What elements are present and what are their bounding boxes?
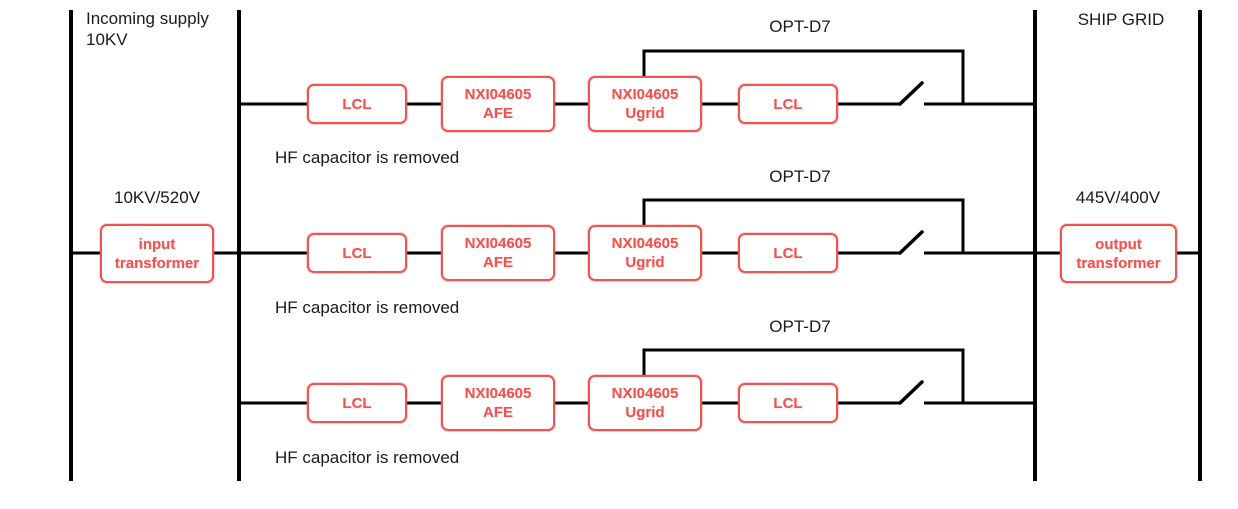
output-transformer-ratio-label: 445V/400V — [1075, 188, 1161, 207]
afe-type-label: AFE — [483, 105, 513, 122]
lcl-output-filter-box: LCL — [738, 383, 838, 423]
ugrid-model-label: NXI04605 — [611, 86, 679, 103]
afe-type-label: AFE — [483, 254, 513, 271]
ugrid-type-label: Ugrid — [625, 105, 665, 122]
hf-capacitor-note: HF capacitor is removed — [275, 148, 460, 167]
hf-capacitor-note: HF capacitor is removed — [275, 448, 460, 467]
opt-d7-label: OPT-D7 — [769, 17, 831, 36]
afe-model-label: NXI04605 — [464, 235, 532, 252]
open-switch-icon — [898, 380, 924, 405]
afe-type-label: AFE — [483, 404, 513, 421]
hf-capacitor-note: HF capacitor is removed — [275, 298, 460, 317]
ugrid-drive-box: NXI04605 Ugrid — [588, 225, 702, 281]
ugrid-drive-box: NXI04605 Ugrid — [588, 375, 702, 431]
ugrid-type-label: Ugrid — [625, 254, 665, 271]
opt-d7-label: OPT-D7 — [769, 167, 831, 186]
incoming-supply-line2: 10KV — [86, 30, 128, 49]
ugrid-type-label: Ugrid — [625, 404, 665, 421]
ugrid-model-label: NXI04605 — [611, 235, 679, 252]
afe-drive-box: NXI04605 AFE — [441, 76, 555, 132]
open-switch-icon — [898, 81, 924, 106]
incoming-supply-line1: Incoming supply — [86, 9, 209, 28]
lcl-output-filter-box: LCL — [738, 233, 838, 273]
output-transformer-box: output transformer — [1060, 224, 1177, 283]
opt-d7-feedback-line — [642, 198, 965, 253]
ship-grid-label: SHIP GRID — [1077, 10, 1165, 29]
afe-drive-box: NXI04605 AFE — [441, 375, 555, 431]
input-transformer-box: input transformer — [100, 224, 214, 283]
incoming-supply-label: Incoming supply 10KV — [86, 8, 209, 50]
lcl-input-filter-box: LCL — [307, 233, 407, 273]
lcl-input-filter-box: LCL — [307, 383, 407, 423]
opt-d7-feedback-line — [642, 348, 965, 403]
afe-drive-box: NXI04605 AFE — [441, 225, 555, 281]
ugrid-drive-box: NXI04605 Ugrid — [588, 76, 702, 132]
ugrid-model-label: NXI04605 — [611, 385, 679, 402]
afe-model-label: NXI04605 — [464, 385, 532, 402]
opt-d7-label: OPT-D7 — [769, 317, 831, 336]
lcl-output-filter-box: LCL — [738, 84, 838, 124]
lcl-input-filter-box: LCL — [307, 84, 407, 124]
input-transformer-ratio-label: 10KV/520V — [113, 188, 200, 207]
opt-d7-feedback-line — [642, 49, 965, 104]
afe-model-label: NXI04605 — [464, 86, 532, 103]
open-switch-icon — [898, 230, 924, 255]
